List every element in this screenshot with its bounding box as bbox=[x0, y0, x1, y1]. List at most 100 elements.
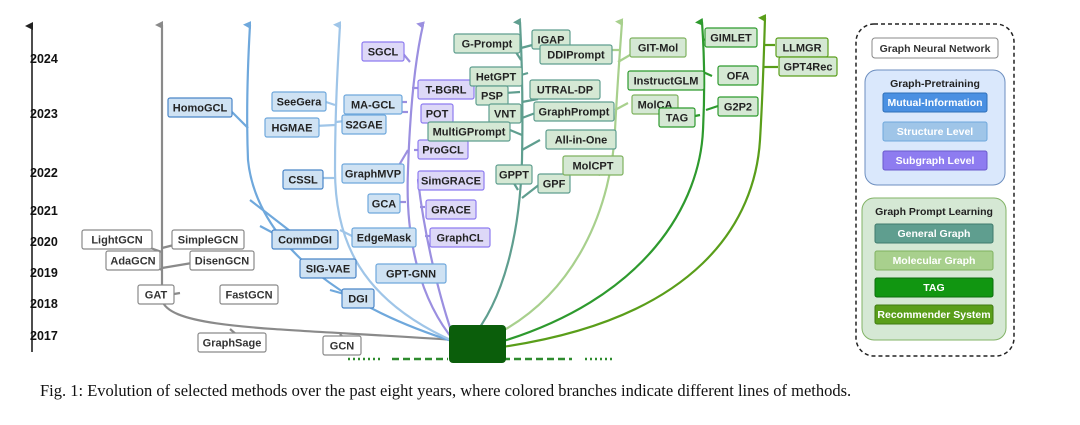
method-box-hetgpt: HetGPT bbox=[469, 66, 523, 87]
method-box-graphsage: GraphSage bbox=[197, 332, 267, 353]
method-label: InstructGLM bbox=[634, 76, 699, 88]
method-label: GRACE bbox=[431, 205, 471, 217]
year-axis: 2024 2023 2022 2021 2020 2019 2018 2017 bbox=[25, 22, 58, 352]
year-label-2022: 2022 bbox=[30, 166, 58, 180]
method-box-gat: GAT bbox=[137, 284, 175, 305]
method-box-tag_m: TAG bbox=[658, 107, 696, 128]
method-box-frame bbox=[341, 114, 387, 135]
method-box-graphprompt: GraphPrompt bbox=[533, 101, 615, 122]
method-box-frame bbox=[264, 117, 320, 138]
method-label: POT bbox=[426, 109, 449, 121]
year-label-2023: 2023 bbox=[30, 107, 58, 121]
method-box-frame bbox=[562, 155, 624, 176]
method-box-allinone: All-in-One bbox=[545, 129, 617, 150]
method-box-hgmae: HGMAE bbox=[264, 117, 320, 138]
method-label: GAT bbox=[145, 290, 168, 302]
method-box-frame bbox=[322, 335, 362, 356]
method-box-frame bbox=[417, 170, 485, 191]
method-label: GIMLET bbox=[710, 33, 752, 45]
method-box-edgemask: EdgeMask bbox=[351, 227, 417, 248]
method-label: All-in-One bbox=[555, 135, 608, 147]
figure-caption: Fig. 1: Evolution of selected methods ov… bbox=[40, 381, 852, 400]
method-box-frame bbox=[105, 250, 161, 271]
method-label: VNT bbox=[494, 109, 516, 121]
method-box-gpf: GPF bbox=[537, 173, 571, 194]
method-box-lightgcn: LightGCN bbox=[81, 229, 153, 250]
legend-recommender-box bbox=[874, 304, 994, 325]
method-box-frame bbox=[271, 229, 339, 250]
method-box-llmgr: LLMGR bbox=[775, 37, 829, 58]
legend-gnn-label: Graph Neural Network bbox=[880, 43, 991, 55]
method-box-dgi: DGI bbox=[341, 288, 375, 309]
method-label: GCA bbox=[372, 199, 397, 211]
method-label: IGAP bbox=[538, 35, 565, 47]
method-box-frame bbox=[429, 227, 491, 248]
method-box-frame bbox=[219, 284, 279, 305]
method-label: G2P2 bbox=[724, 102, 752, 114]
method-label: GraphSage bbox=[203, 338, 262, 350]
method-label: GIT-Mol bbox=[638, 43, 678, 55]
method-label: T-BGRL bbox=[426, 85, 467, 97]
method-label: HomoGCL bbox=[173, 103, 228, 115]
method-label: G-Prompt bbox=[462, 39, 513, 51]
method-box-graphmvp: GraphMVP bbox=[341, 163, 405, 184]
method-box-gprompt: G-Prompt bbox=[453, 33, 521, 54]
method-box-frame bbox=[81, 229, 153, 250]
method-box-frame bbox=[545, 129, 617, 150]
method-box-simplegcn: SimpleGCN bbox=[171, 229, 245, 250]
method-box-seegera: SeeGera bbox=[271, 91, 327, 112]
method-box-grace: GRACE bbox=[425, 199, 477, 220]
method-box-frame bbox=[717, 96, 759, 117]
method-label: GraphMVP bbox=[345, 169, 401, 181]
method-label: MA-GCL bbox=[351, 100, 395, 112]
legend: Graph Neural Network Graph-Pretraining M… bbox=[855, 23, 1015, 357]
legend-molecular-label: Molecular Graph bbox=[893, 255, 976, 267]
legend-mutual-label: Mutual-Information bbox=[887, 97, 982, 109]
method-box-frame bbox=[341, 163, 405, 184]
method-box-homogcl: HomoGCL bbox=[167, 97, 233, 118]
method-box-frame bbox=[343, 94, 403, 115]
method-box-frame bbox=[427, 121, 511, 142]
method-label: MolCPT bbox=[573, 161, 614, 173]
method-box-frame bbox=[533, 101, 615, 122]
method-label: CommDGI bbox=[278, 235, 332, 247]
method-label: ProGCL bbox=[422, 145, 464, 157]
method-box-frame bbox=[375, 263, 447, 284]
method-box-gppt: GPPT bbox=[495, 164, 533, 185]
legend-structure-box bbox=[882, 121, 988, 142]
method-box-frame bbox=[367, 193, 401, 214]
legend-recommender-label: Recommender System bbox=[877, 309, 990, 321]
year-label-2019: 2019 bbox=[30, 266, 58, 280]
method-box-simgrace: SimGRACE bbox=[417, 170, 485, 191]
legend-prompt-title: Graph Prompt Learning bbox=[875, 206, 993, 218]
legend-subgraph-label: Subgraph Level bbox=[896, 155, 975, 167]
method-box-frame bbox=[495, 164, 533, 185]
method-box-multigprompt: MultiGPrompt bbox=[427, 121, 511, 142]
method-box-fastgcn: FastGCN bbox=[219, 284, 279, 305]
method-box-frame bbox=[627, 70, 705, 91]
year-label-2018: 2018 bbox=[30, 297, 58, 311]
method-box-ofa: OFA bbox=[717, 65, 759, 86]
method-box-frame bbox=[529, 79, 601, 100]
branch-recommender bbox=[494, 14, 778, 350]
method-box-magcl: MA-GCL bbox=[343, 94, 403, 115]
tree-trunk bbox=[449, 325, 506, 363]
method-box-psp: PSP bbox=[475, 85, 509, 106]
method-box-s2gae: S2GAE bbox=[341, 114, 387, 135]
method-label: SGCL bbox=[368, 47, 399, 59]
method-box-cssl: CSSL bbox=[282, 169, 324, 190]
method-label: SimGRACE bbox=[421, 176, 481, 188]
method-box-frame bbox=[425, 199, 477, 220]
method-box-frame bbox=[537, 173, 571, 194]
year-label-2024: 2024 bbox=[30, 52, 58, 66]
legend-gnn-box bbox=[871, 37, 999, 59]
method-box-frame bbox=[282, 169, 324, 190]
method-box-frame bbox=[778, 56, 838, 77]
method-label: GraphPrompt bbox=[539, 107, 610, 119]
legend-general-box bbox=[874, 223, 994, 244]
method-label: SeeGera bbox=[277, 97, 323, 109]
method-label: GPT-GNN bbox=[386, 269, 436, 281]
year-label-2020: 2020 bbox=[30, 235, 58, 249]
legend-mutual-box bbox=[882, 92, 988, 113]
